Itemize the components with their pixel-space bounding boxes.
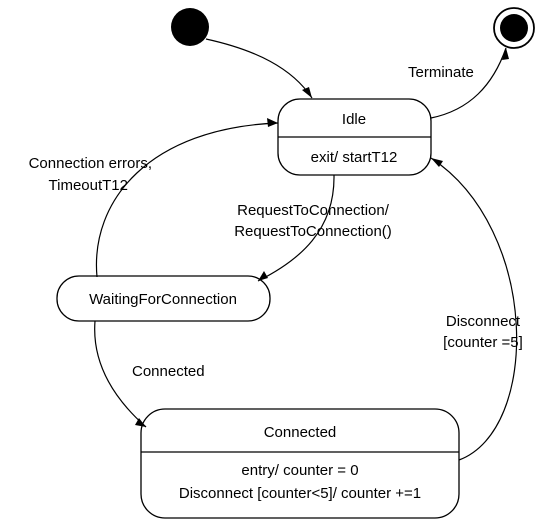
state-connected-activity-entry: entry/ counter = 0 (241, 462, 358, 479)
label-terminate: Terminate (408, 64, 474, 81)
state-idle: Idle exit/ startT12 (277, 98, 432, 176)
state-idle-name: Idle (342, 111, 366, 128)
transition-initial-to-idle (205, 38, 313, 99)
state-idle-activity: exit/ startT12 (311, 149, 398, 166)
label-timeout: TimeoutT12 (49, 177, 128, 194)
transition-waiting-to-idle: Connection errors, TimeoutT12 (29, 118, 279, 278)
label-request-line1: RequestToConnection/ (237, 202, 390, 219)
label-counter-eq-5: [counter =5] (443, 334, 523, 351)
state-waiting-for-connection: WaitingForConnection (56, 275, 271, 322)
state-connected: Connected entry/ counter = 0 Disconnect … (140, 408, 460, 519)
label-request-line2: RequestToConnection() (234, 223, 392, 240)
transition-idle-to-final: Terminate (408, 47, 509, 119)
transition-waiting-to-connected: Connected (94, 320, 205, 428)
state-connected-name: Connected (264, 424, 337, 441)
state-connected-activity-disconnect: Disconnect [counter<5]/ counter +=1 (179, 485, 421, 502)
transition-idle-to-waiting: RequestToConnection/ RequestToConnection… (234, 174, 392, 282)
transition-connected-to-idle: Disconnect [counter =5] (430, 157, 523, 461)
final-state-node (493, 7, 535, 49)
label-disconnect: Disconnect (446, 313, 521, 330)
label-connection-errors: Connection errors, (29, 155, 152, 172)
initial-state-node (171, 8, 209, 46)
state-waiting-name: WaitingForConnection (89, 291, 237, 308)
label-connected: Connected (132, 363, 205, 380)
